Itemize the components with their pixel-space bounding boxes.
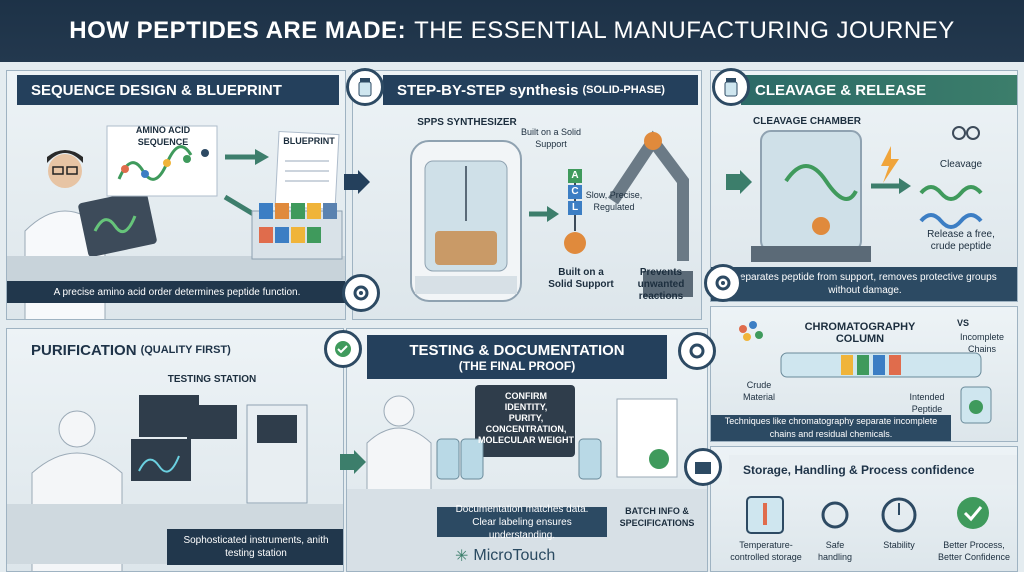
synth-label: SPPS SYNTHESIZER	[417, 117, 517, 128]
title-rest: THE ESSENTIAL MANUFACTURING JOURNEY	[414, 17, 955, 44]
brand-mark-icon: ✳	[455, 548, 469, 565]
sequence-panel: SEQUENCE DESIGN & BLUEPRINT AMIN	[6, 70, 346, 320]
sequence-caption: A precise amino acid order determines pe…	[7, 281, 345, 303]
testing-caption: Documentation matches data.Clear labelin…	[437, 504, 607, 541]
testing-title: TESTING & DOCUMENTATION(THE FINAL PROOF)	[367, 335, 667, 379]
check-vial-icon	[324, 330, 362, 368]
vial-icon	[346, 68, 384, 106]
cleavage-caption: Separates peptide from support, removes …	[711, 267, 1017, 301]
purification-panel: PURIFICATION(QUALITY FIRST) TESTING STAT…	[6, 328, 344, 572]
slow-label: Slow, Precise, Regulated	[585, 190, 643, 212]
amino-acid-label: AMINO ACID SEQUENCE	[135, 125, 191, 147]
storage-item-1: Safe handling	[817, 540, 853, 562]
letter-c: C	[571, 186, 579, 197]
storage-title: Storage, Handling & Process confidence	[729, 455, 1017, 485]
intended-label: Intended Peptide	[909, 392, 945, 414]
built-top: Built on a Solid Support	[520, 127, 582, 149]
crude-label: Crude Material	[742, 380, 775, 402]
arrow-3	[340, 450, 366, 474]
chrom-title: CHROMATOGRAPHY COLUMN	[804, 321, 916, 345]
purification-title: PURIFICATION(QUALITY FIRST)	[31, 341, 231, 359]
sequence-title: SEQUENCE DESIGN & BLUEPRINT	[17, 75, 339, 105]
gear-icon	[342, 274, 380, 312]
screen-text: CONFIRM IDENTITY, PURITY, CONCENTRATION,…	[478, 391, 574, 445]
synthesis-panel: STEP-BY-STEP synthesis(SOLID-PHASE) SPPS…	[352, 70, 702, 320]
chromatography-panel: CHROMATOGRAPHY COLUMN VS Incomplete Chai…	[710, 306, 1018, 442]
chamber-label: CLEAVAGE CHAMBER	[753, 116, 861, 127]
synthesizer-illustration	[410, 130, 693, 302]
arrow-1	[344, 170, 370, 194]
vs-label: VS	[956, 318, 969, 328]
blueprint-label: BLUEPRINT	[283, 136, 335, 146]
station-label: TESTING STATION	[167, 374, 257, 385]
cleavage-panel: CLEAVAGE & RELEASE CLEAVAGE CHAMBER Clea…	[710, 70, 1018, 302]
folder-icon	[684, 448, 722, 486]
release-label: Release a free, crude peptide	[927, 229, 995, 252]
storage-item-2: Stability	[883, 540, 915, 550]
letter-a: A	[571, 170, 579, 181]
chrom-caption: Techniques like chromatography separate …	[711, 415, 951, 441]
letter-l: L	[571, 202, 579, 213]
storage-panel: Storage, Handling & Process confidence T…	[710, 446, 1018, 572]
batch-label: BATCH INFO & SPECIFICATIONS	[619, 506, 695, 528]
vial-icon-2	[712, 68, 750, 106]
gear-icon-2	[704, 264, 742, 302]
gears-icon	[678, 332, 716, 370]
page-title: HOW PEPTIDES ARE MADE: THE ESSENTIAL MAN…	[0, 0, 1024, 62]
title-bold: HOW PEPTIDES ARE MADE:	[69, 17, 407, 44]
cleavage-illustration	[751, 126, 983, 262]
brand-name: MicroTouch	[473, 547, 556, 564]
built-bottom: Built on a Solid Support	[548, 267, 614, 290]
chromatography-illustration	[739, 321, 992, 424]
incomplete-label: Incomplete Chains	[959, 332, 1005, 354]
storage-item-3: Better Process, Better Confidence	[937, 540, 1011, 562]
storage-item-0: Temperature-controlled storage	[730, 540, 802, 562]
cleavage-title: CLEAVAGE & RELEASE	[741, 75, 1017, 105]
arrow-2	[726, 170, 752, 194]
cleavage-label: Cleavage	[939, 159, 983, 170]
testing-panel: TESTING & DOCUMENTATION(THE FINAL PROOF)…	[346, 328, 708, 572]
purification-caption: Sophosticated instruments, anith testing…	[167, 529, 343, 565]
synthesis-title: STEP-BY-STEP synthesis(SOLID-PHASE)	[383, 75, 698, 105]
brand-logo: ✳ MicroTouch	[455, 546, 555, 566]
storage-icons	[746, 496, 989, 534]
prevents-label: Prevents unwanted reactions	[637, 267, 685, 302]
